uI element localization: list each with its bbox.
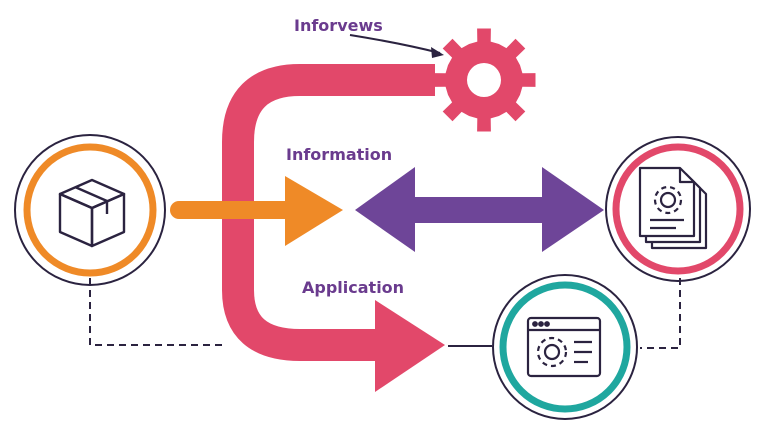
crimson-arrow-head bbox=[375, 300, 445, 392]
annotation-arrow bbox=[349, 34, 444, 58]
box-icon bbox=[58, 178, 126, 248]
document-gear-icon bbox=[638, 166, 708, 250]
node-right-top-outer-ring bbox=[605, 136, 751, 282]
label-inforvews: Inforvews bbox=[294, 16, 383, 35]
purple-arrow-body bbox=[355, 167, 604, 252]
label-application: Application bbox=[302, 278, 405, 297]
node-right-bottom bbox=[492, 274, 638, 420]
annotation-arrow-tip bbox=[431, 47, 444, 58]
node-right-top-ring bbox=[612, 143, 744, 275]
right-dashed-link bbox=[640, 278, 681, 349]
label-information: Information bbox=[286, 145, 393, 164]
purple-double-arrow bbox=[355, 167, 604, 252]
dashed-connectors bbox=[89, 278, 681, 349]
node-right-bottom-ring bbox=[499, 281, 631, 413]
orange-arrow bbox=[170, 176, 343, 246]
node-left-outer-ring bbox=[14, 134, 166, 286]
orange-arrow-shaft bbox=[170, 201, 295, 219]
node-right-bottom-outer-ring bbox=[492, 274, 638, 420]
node-right-top bbox=[605, 136, 751, 282]
orange-arrow-head bbox=[285, 176, 343, 246]
browser-settings-icon bbox=[526, 316, 602, 378]
annotation-arrow-line bbox=[349, 34, 441, 54]
gear-icon bbox=[432, 28, 536, 132]
left-dashed-link bbox=[89, 278, 225, 346]
node-left-ring bbox=[23, 143, 157, 277]
node-left bbox=[14, 134, 166, 286]
